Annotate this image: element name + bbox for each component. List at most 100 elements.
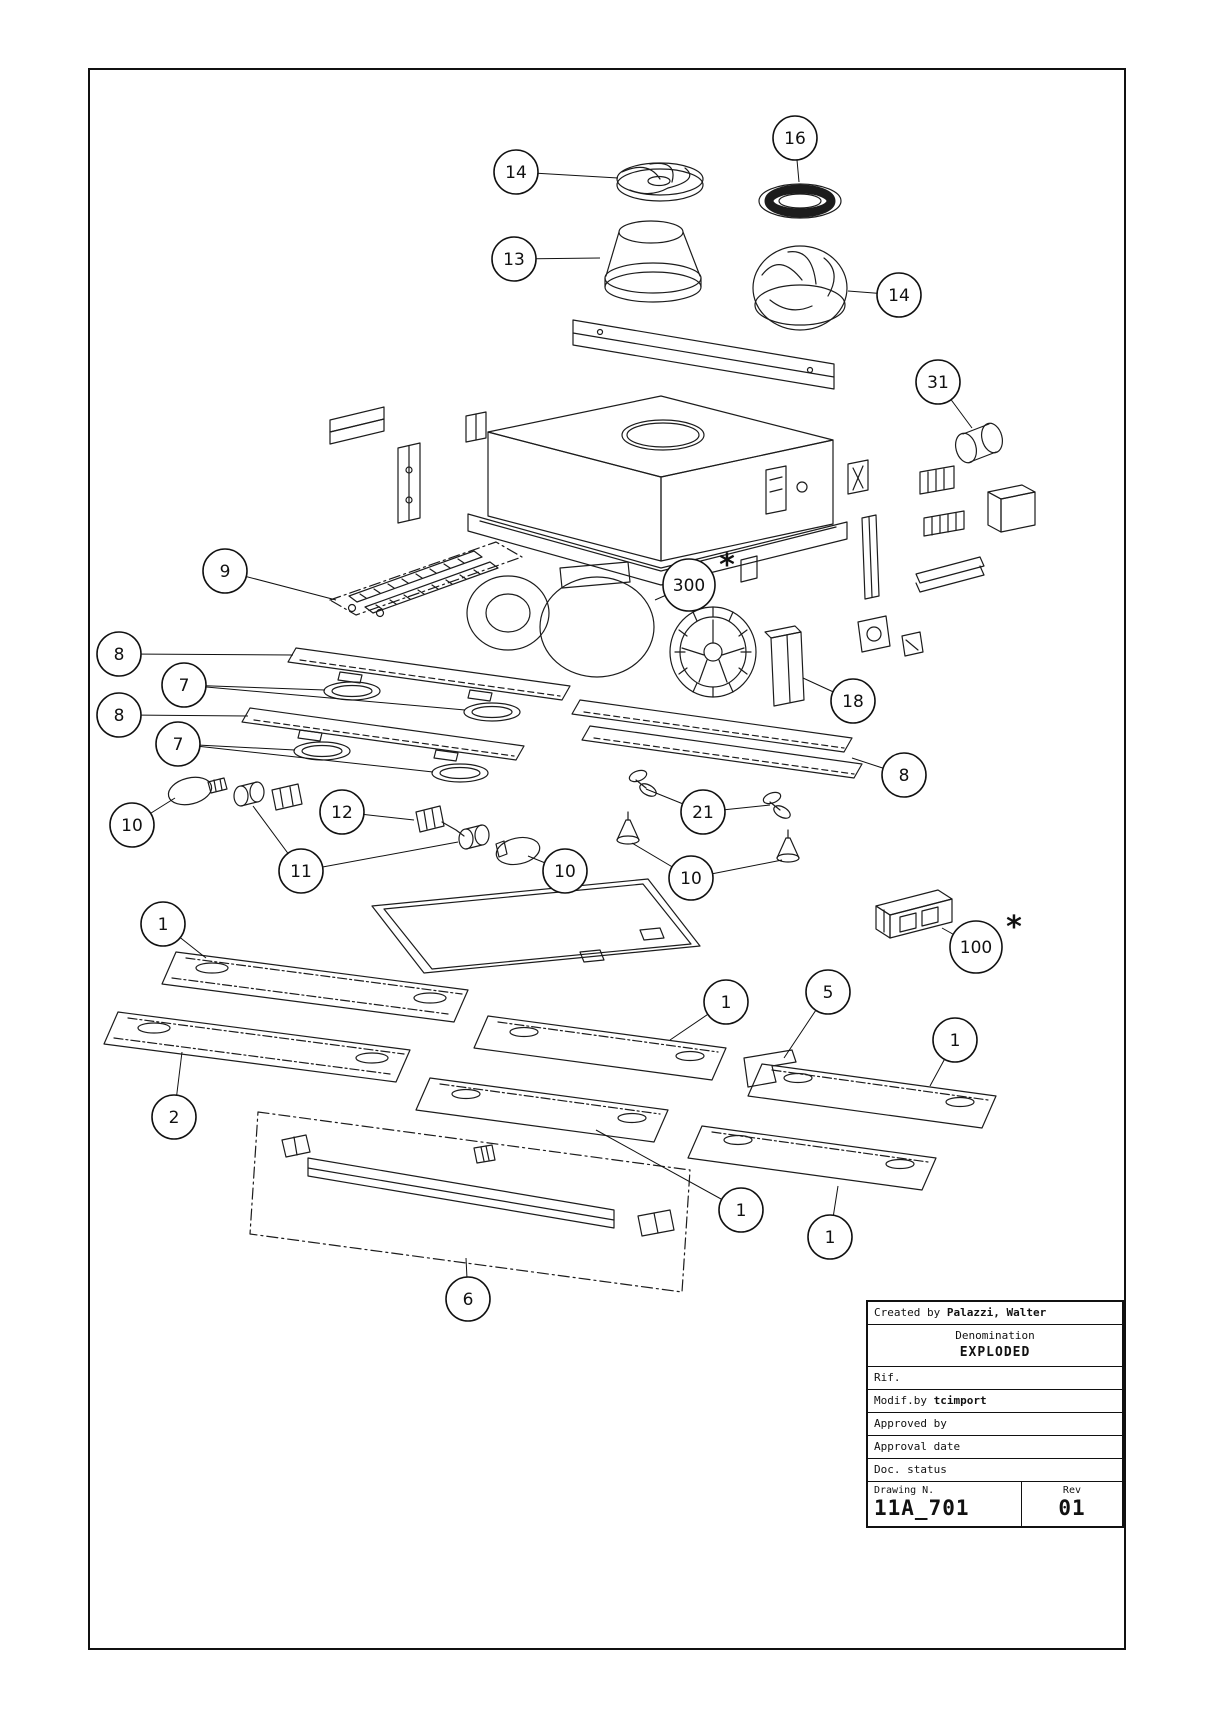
- side-brackets-part: [329, 406, 487, 524]
- callout-number: 100: [960, 938, 992, 958]
- callout-number: 7: [179, 676, 190, 696]
- callout-14: 14: [847, 272, 922, 318]
- created-by-value: Palazzi, Walter: [946, 1306, 1047, 1319]
- callout-7: 7: [161, 662, 466, 711]
- callout-circle: [949, 920, 1003, 974]
- drawing-number-cell: Drawing N. 11A_701: [868, 1482, 1022, 1526]
- callout-circle: [772, 115, 818, 161]
- asterisk-mark: *: [1006, 910, 1022, 945]
- callout-leader-line: [118, 653, 294, 656]
- callout-number: 300: [673, 576, 705, 596]
- filter-panels-left: [103, 951, 469, 1083]
- callout-5: 5: [783, 969, 851, 1059]
- callout-circle: [151, 1094, 197, 1140]
- callout-circle: [807, 1214, 853, 1260]
- clip-parts: [628, 769, 791, 819]
- callout-leader-line: [595, 1129, 742, 1211]
- callout-circle: [96, 631, 142, 677]
- callout-10: 10: [631, 842, 783, 901]
- approval-date-row: Approval date: [868, 1436, 1122, 1459]
- rubber-feet-parts: [616, 811, 800, 863]
- callout-12: 12: [319, 789, 415, 835]
- mounting-bracket-part: [572, 319, 835, 390]
- doc-status-row: Doc. status: [868, 1459, 1122, 1482]
- callout-100: 100 *: [941, 910, 1022, 974]
- rev-cell: Rev 01: [1022, 1482, 1122, 1526]
- denomination-row: Denomination EXPLODED: [868, 1325, 1122, 1367]
- callout-circle: [703, 979, 749, 1025]
- callout-8: 8: [96, 631, 294, 677]
- callout-14: 14: [493, 149, 619, 195]
- callout-circle: [491, 236, 537, 282]
- callout-number: 21: [692, 803, 714, 823]
- filter-panels-right: [415, 1015, 997, 1191]
- callout-6: 6: [445, 1257, 491, 1322]
- created-by-row: Created by Palazzi, Walter: [868, 1302, 1122, 1325]
- callout-18: 18: [802, 677, 876, 724]
- callout-circle: [319, 789, 365, 835]
- callout-circle: [915, 359, 961, 405]
- rails-part: [329, 541, 523, 618]
- callout-8: 8: [96, 692, 249, 738]
- callout-number: 10: [680, 869, 702, 889]
- callout-31: 31: [915, 359, 973, 429]
- housing-box-part: [467, 395, 848, 586]
- callout-number: 2: [169, 1108, 180, 1128]
- callout-9: 9: [202, 548, 337, 601]
- callout-leader-line: [183, 684, 466, 711]
- callout-number: 12: [331, 803, 353, 823]
- callout-circle: [493, 149, 539, 195]
- ring-gasket-part: [758, 183, 842, 219]
- callout-circle: [140, 901, 186, 947]
- damper-part: [764, 625, 805, 707]
- callout-leader-line: [183, 684, 326, 691]
- rev-value: 01: [1058, 1496, 1086, 1520]
- callout-number: 8: [114, 706, 125, 726]
- callout-circle: [96, 692, 142, 738]
- flat-impeller-part: [616, 162, 704, 202]
- callout-circle: [445, 1276, 491, 1322]
- callout-leader-line: [300, 841, 459, 872]
- doc-status-label: Doc. status: [874, 1463, 947, 1476]
- callout-300: 300*: [654, 548, 735, 612]
- glass-panel-part: [371, 878, 701, 974]
- approval-date-label: Approval date: [874, 1440, 961, 1453]
- callout-number: 8: [114, 645, 125, 665]
- callout-number: 5: [823, 983, 834, 1003]
- callout-circle: [805, 969, 851, 1015]
- denomination-label: Denomination: [955, 1329, 1035, 1342]
- callout-number: 14: [505, 163, 527, 183]
- misc-small-parts: [857, 615, 924, 657]
- drawing-n-label: Drawing N.: [874, 1485, 935, 1496]
- callout-number: 9: [220, 562, 231, 582]
- callout-circle: [830, 678, 876, 724]
- callout-2: 2: [151, 1051, 197, 1140]
- callout-11: 11: [252, 805, 459, 894]
- callout-number: 6: [463, 1290, 474, 1310]
- callout-number: 13: [503, 250, 525, 270]
- lamp-group: [167, 776, 541, 866]
- callout-circle: [542, 848, 588, 894]
- modif-by-row: Modif.by tcimport: [868, 1390, 1122, 1413]
- callout-number: 10: [121, 816, 143, 836]
- rif-row: Rif.: [868, 1367, 1122, 1390]
- callout-circle: [680, 789, 726, 835]
- rif-label: Rif.: [874, 1371, 901, 1384]
- callout-1: 1: [807, 1185, 853, 1260]
- approved-by-row: Approved by: [868, 1413, 1122, 1436]
- callout-8: 8: [851, 752, 927, 798]
- denomination-value: EXPLODED: [959, 1345, 1031, 1360]
- callout-10: 10: [527, 848, 588, 894]
- switch-box-part: [875, 889, 953, 939]
- front-panel-group: [249, 1111, 691, 1293]
- callout-number: 16: [784, 129, 806, 149]
- callout-number: 7: [173, 735, 184, 755]
- callout-number: 8: [899, 766, 910, 786]
- callout-leader-line: [177, 743, 434, 773]
- callout-number: 18: [842, 692, 864, 712]
- callout-number: 1: [736, 1201, 747, 1221]
- callout-number: 11: [290, 862, 312, 882]
